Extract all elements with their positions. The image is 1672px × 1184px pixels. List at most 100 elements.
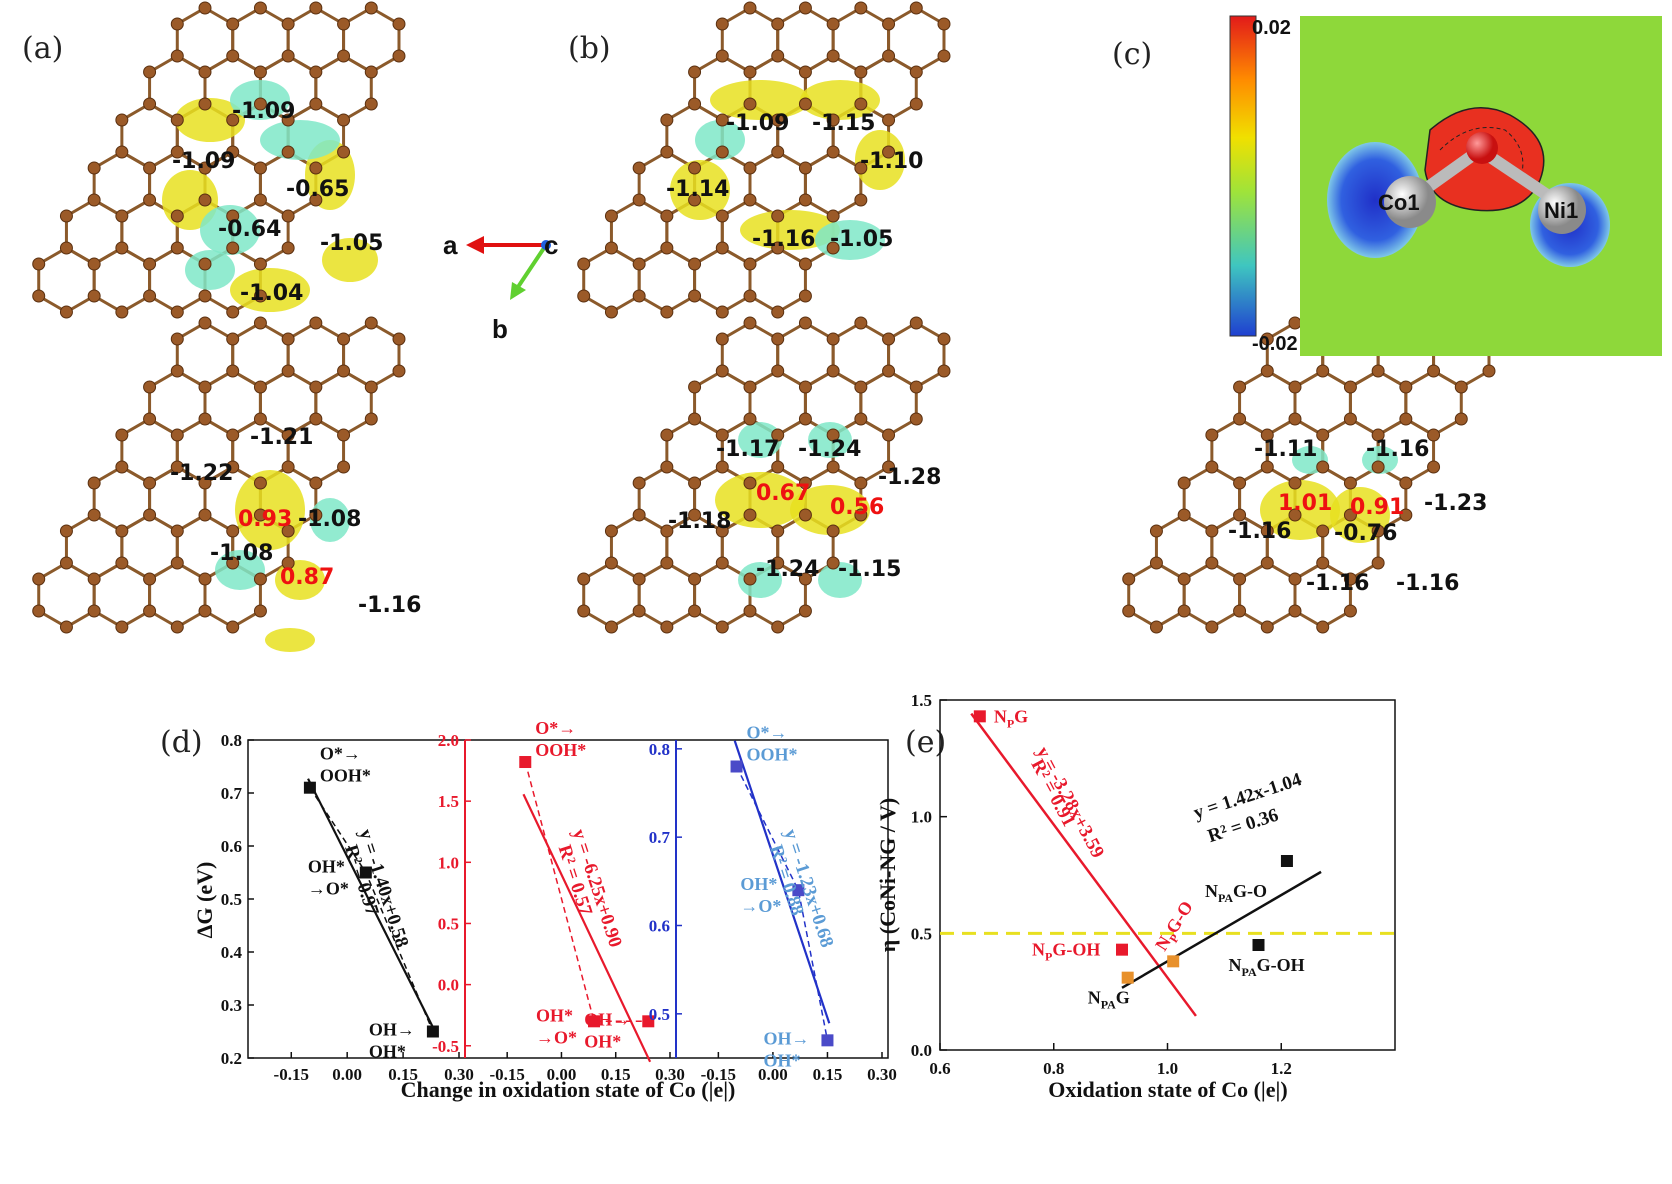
bader-charge-label: -1.16 <box>1366 437 1429 462</box>
bader-charge-label: 0.91 <box>1350 495 1404 520</box>
carbon-atom <box>59 241 73 255</box>
bader-charge-label: -1.16 <box>1396 571 1459 596</box>
y-tick-label: 0.7 <box>221 784 243 803</box>
carbon-atom <box>660 428 674 442</box>
y-tick-label: 1.0 <box>911 808 932 827</box>
bader-charge-label: -1.24 <box>756 557 819 582</box>
co1-label: Co1 <box>1378 190 1420 215</box>
carbon-atom <box>798 380 812 394</box>
carbon-atom <box>226 332 240 346</box>
bader-charge-label: -1.16 <box>358 593 421 618</box>
carbon-atom <box>226 364 240 378</box>
carbon-atom <box>715 305 729 319</box>
carbon-atom <box>688 508 702 522</box>
carbon-atom <box>59 556 73 570</box>
charge-isosurface <box>670 160 730 220</box>
panel-label-d: (d) <box>160 725 203 760</box>
carbon-atom <box>798 65 812 79</box>
carbon-atom <box>826 113 840 127</box>
carbon-atom <box>660 556 674 570</box>
carbon-atom <box>1205 428 1219 442</box>
carbon-atom <box>632 161 646 175</box>
carbon-atom <box>253 380 267 394</box>
x-axis-label-d: Change in oxidation state of Co (|e|) <box>401 1077 736 1102</box>
carbon-atom <box>826 209 840 223</box>
carbon-atom <box>882 113 896 127</box>
carbon-atom <box>87 289 101 303</box>
carbon-atom <box>1343 572 1357 586</box>
x-tick-label: 0.6 <box>929 1059 950 1078</box>
carbon-atom <box>882 49 896 63</box>
bader-charge-label: -1.17 <box>716 437 779 462</box>
charge-isosurface <box>265 628 315 652</box>
carbon-atom <box>253 65 267 79</box>
bader-charge-label: -1.05 <box>830 227 893 252</box>
carbon-atom <box>798 604 812 618</box>
point-label: NPG <box>994 706 1028 730</box>
carbon-atom <box>715 364 729 378</box>
carbon-atom <box>226 305 240 319</box>
y-tick-label: 1.5 <box>911 691 932 710</box>
carbon-atom <box>854 65 868 79</box>
data-point <box>1280 855 1293 867</box>
carbon-atom <box>854 316 868 330</box>
crystal-axes-indicator: a c b <box>443 230 558 344</box>
carbon-atom <box>364 412 378 426</box>
fit-line-black <box>1121 870 1322 989</box>
carbon-atom <box>198 412 212 426</box>
x-tick-label: -0.15 <box>489 1065 524 1084</box>
carbon-atom <box>115 145 129 159</box>
carbon-atom <box>798 257 812 271</box>
point-annotation: O*→ <box>320 744 361 764</box>
carbon-atom <box>170 209 184 223</box>
carbon-atom <box>32 289 46 303</box>
carbon-atom <box>743 257 757 271</box>
carbon-atom <box>771 305 785 319</box>
y-tick-label: 0.2 <box>221 1049 242 1068</box>
carbon-atom <box>1233 508 1247 522</box>
carbon-atom <box>882 460 896 474</box>
carbon-atom <box>87 193 101 207</box>
carbon-atom <box>660 460 674 474</box>
carbon-ring <box>637 246 697 314</box>
carbon-atom <box>715 332 729 346</box>
carbon-atom <box>771 364 785 378</box>
carbon-atom <box>226 145 240 159</box>
carbon-atom <box>87 257 101 271</box>
carbon-atom <box>854 412 868 426</box>
carbon-atom <box>826 556 840 570</box>
data-point <box>519 756 532 769</box>
carbon-atom <box>115 113 129 127</box>
carbon-atom <box>798 412 812 426</box>
charge-isosurface <box>818 562 862 598</box>
bader-charge-label: -1.11 <box>1254 437 1317 462</box>
carbon-atom <box>1149 556 1163 570</box>
carbon-atom <box>170 524 184 538</box>
x-tick-label: 0.30 <box>444 1065 474 1084</box>
carbon-atom <box>309 316 323 330</box>
carbon-ring <box>92 246 152 314</box>
bader-charge-label: 0.87 <box>280 565 334 590</box>
carbon-atom <box>281 556 295 570</box>
carbon-atom <box>1205 556 1219 570</box>
carbon-atom <box>143 508 157 522</box>
colorbar-max: 0.02 <box>1252 17 1291 39</box>
charge-isosurface <box>230 268 310 312</box>
carbon-atom <box>826 332 840 346</box>
point-annotation: OH* <box>536 1005 573 1025</box>
carbon-atom <box>632 257 646 271</box>
data-point <box>973 710 986 723</box>
y-tick-label: 0.4 <box>221 943 243 962</box>
point-annotation: OH* <box>308 857 345 877</box>
carbon-ring <box>748 246 807 314</box>
bader-charge-label: -1.09 <box>172 149 235 174</box>
plot-e-frame <box>939 699 1396 1051</box>
carbon-atom <box>660 620 674 634</box>
carbon-atom <box>715 17 729 31</box>
carbon-atom <box>771 460 785 474</box>
charge-isosurface <box>260 120 340 160</box>
bader-charge-label: -1.18 <box>668 509 731 534</box>
carbon-atom <box>32 257 46 271</box>
axis-b-label: b <box>492 314 508 344</box>
